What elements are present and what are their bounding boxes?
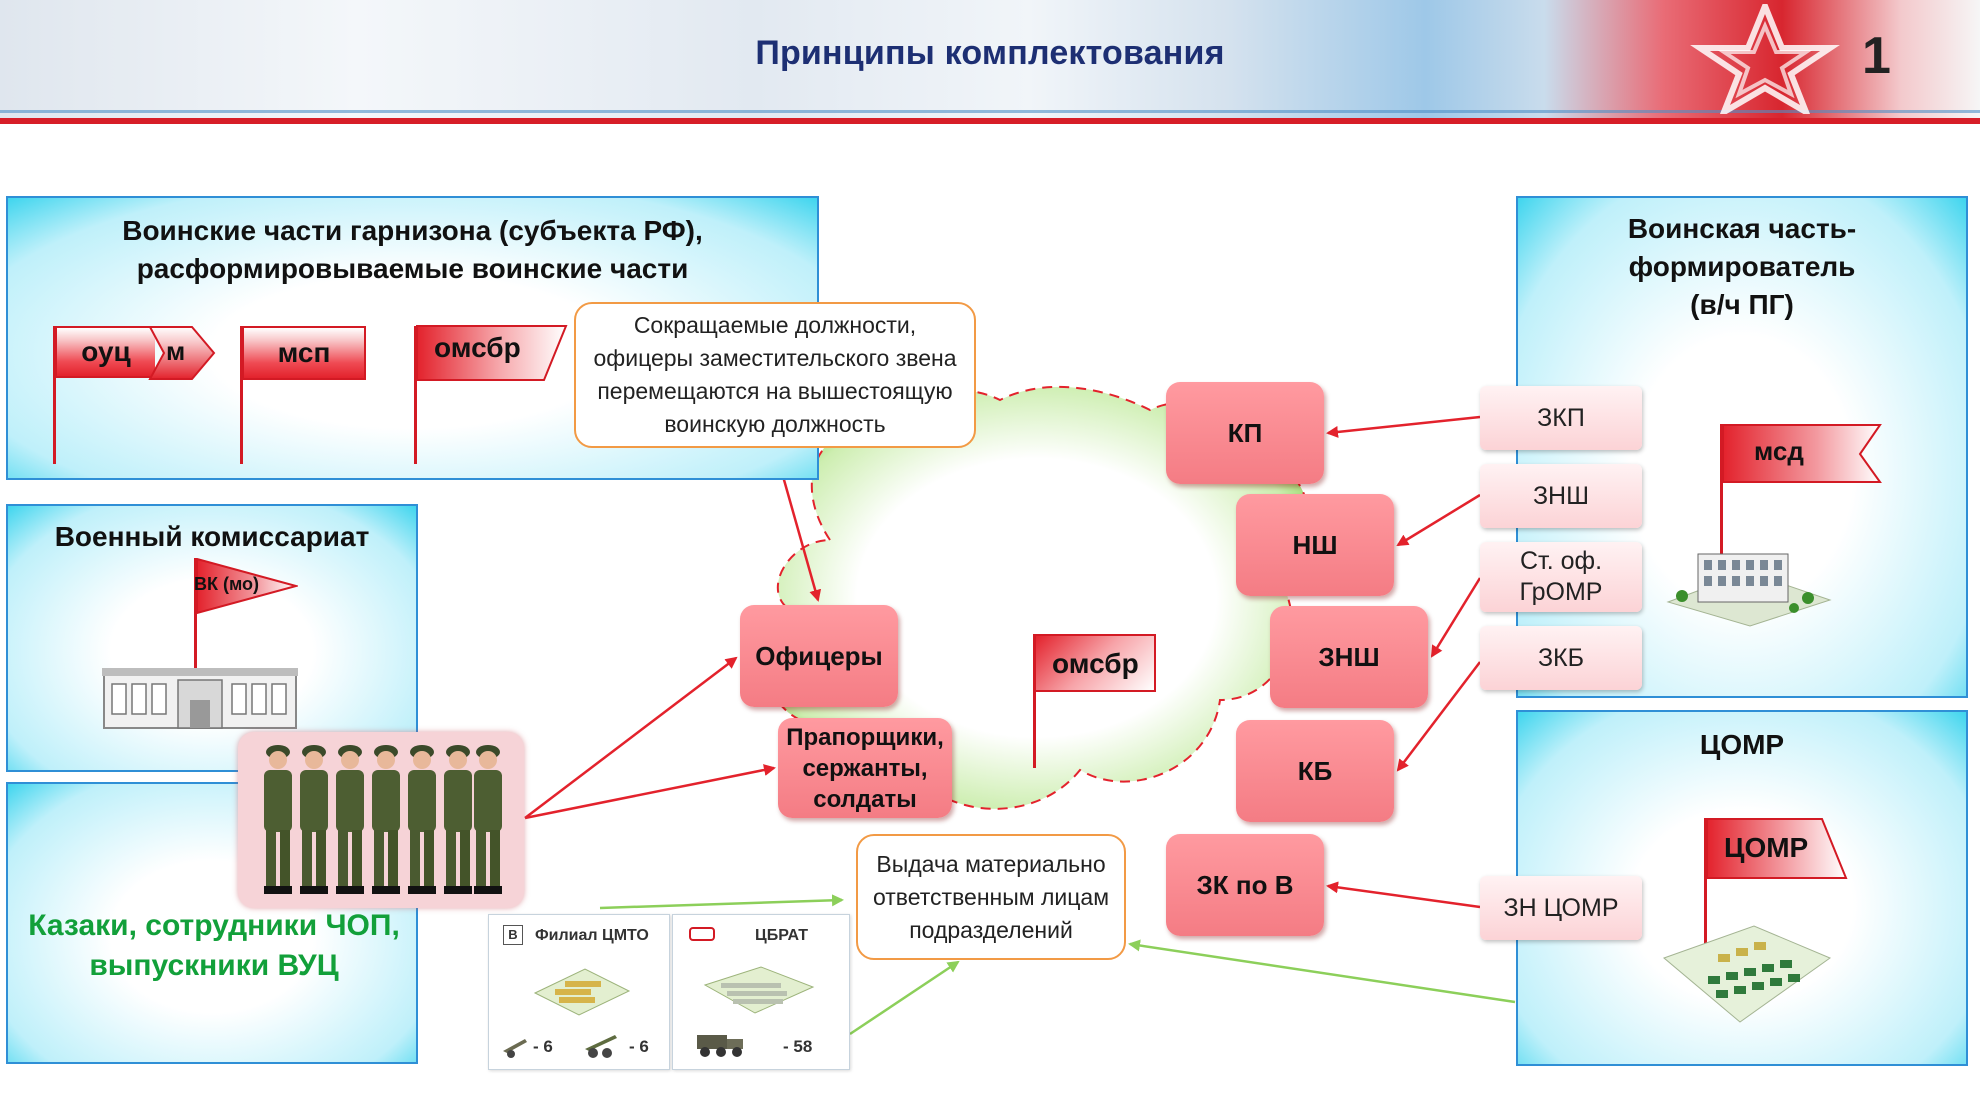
omsbr-top-flag-pole bbox=[414, 326, 417, 464]
position-zkp: ЗКП bbox=[1480, 386, 1642, 450]
artillery-icon bbox=[503, 1039, 527, 1058]
issue-callout: Выдача материально ответственным лицам п… bbox=[856, 834, 1126, 960]
reduced-callout-line1: Сокращаемые должности, bbox=[633, 312, 917, 338]
position-zkb: ЗКБ bbox=[1480, 626, 1642, 690]
cossacks-line1: Казаки, сотрудники ЧОП, bbox=[28, 909, 400, 942]
tsomr-flag-pole bbox=[1704, 818, 1707, 952]
ouc-flag-pole bbox=[53, 326, 56, 464]
issue-callout-line1: Выдача материально bbox=[876, 850, 1106, 877]
page-title: Принципы комплектования bbox=[755, 34, 1225, 72]
tsomr-flag-shape bbox=[1706, 818, 1848, 879]
tsomr-title: ЦОМР bbox=[1699, 729, 1785, 760]
st-of-line2: ГрОМР bbox=[1519, 578, 1603, 606]
st-of-line1: Ст. оф. bbox=[1519, 547, 1603, 575]
msp-flag-pole bbox=[240, 326, 243, 464]
barracks-building-icon bbox=[1666, 553, 1832, 627]
tsomr-base-icon bbox=[1663, 925, 1832, 1023]
position-znsh: ЗНШ bbox=[1480, 464, 1642, 528]
soldiers-icon bbox=[264, 745, 502, 894]
role-nsh: НШ bbox=[1236, 494, 1394, 596]
tsomr-flag-label: ЦОМР bbox=[1724, 832, 1809, 863]
reduced-callout-line3: перемещаются на вышестоящую bbox=[597, 378, 953, 404]
branch-badge: В bbox=[503, 925, 523, 945]
header-banner bbox=[0, 0, 1980, 118]
reduced-callout-line4: воинскую должность bbox=[664, 411, 886, 437]
header-divider-red bbox=[0, 118, 1980, 124]
vk-flag-label: ВК (мо) bbox=[194, 574, 260, 594]
branch-base-icon bbox=[533, 968, 631, 1016]
msd-flag-label: мсд bbox=[1754, 436, 1804, 466]
omsbr-center-flag-pole bbox=[1033, 634, 1036, 768]
star-logo-icon bbox=[1690, 4, 1840, 114]
role-kb: КБ bbox=[1236, 720, 1394, 822]
header-divider-blue bbox=[0, 110, 1980, 113]
formation-cloud bbox=[763, 385, 1310, 810]
ncos-line2: сержанты, bbox=[802, 754, 928, 782]
omsbr-top-flag-label: омсбр bbox=[434, 332, 521, 363]
msd-flag-pole bbox=[1720, 424, 1723, 564]
commissariat-title: Военный комиссариат bbox=[54, 521, 370, 552]
commissariat-building-icon bbox=[102, 668, 298, 729]
branch-count-1: - 6 bbox=[533, 1037, 553, 1056]
cbrat-label: ЦБРАТ bbox=[755, 927, 808, 944]
howitzer-icon bbox=[585, 1035, 617, 1058]
cbrat-badge-icon bbox=[689, 927, 715, 941]
garrison-title-line1: Воинские части гарнизона (субъекта РФ), bbox=[122, 215, 703, 246]
vk-flag-pole bbox=[194, 558, 197, 676]
branch-label: Филиал ЦМТО bbox=[535, 927, 649, 944]
cbrat-card: ЦБРАТ - 58 bbox=[672, 914, 850, 1070]
ncos-soldiers-box: Прапорщики, сержанты, солдаты bbox=[778, 718, 952, 818]
ncos-line3: солдаты bbox=[813, 785, 917, 813]
issue-callout-line3: подразделений bbox=[909, 916, 1073, 943]
role-znsh: ЗНШ bbox=[1270, 606, 1428, 708]
branch-count-2: - 6 bbox=[629, 1037, 649, 1056]
former-title-line2: формирователь bbox=[1628, 251, 1856, 282]
omsbr-center-flag-label: омсбр bbox=[1052, 648, 1139, 679]
m-flag-label: м bbox=[166, 336, 186, 366]
cbrat-base-icon bbox=[703, 966, 815, 1014]
former-title-line3: (в/ч ПГ) bbox=[1690, 289, 1794, 320]
role-zk-po-v: ЗК по В bbox=[1166, 834, 1324, 936]
commissariat-panel: Военный комиссариат ВК (мо) bbox=[6, 504, 418, 772]
position-st-of-gromr: Ст. оф. ГрОМР bbox=[1480, 542, 1642, 612]
msp-flag: мсп bbox=[242, 326, 366, 380]
reduced-callout-line2: офицеры заместительского звена bbox=[593, 345, 957, 371]
page-number: 1 bbox=[1862, 27, 1891, 85]
officers-box: Офицеры bbox=[740, 605, 898, 707]
cbrat-count: - 58 bbox=[783, 1037, 813, 1056]
msd-flag-shape bbox=[1722, 424, 1882, 483]
vk-flag-shape bbox=[196, 558, 298, 614]
m-flag-tip bbox=[148, 326, 216, 380]
omsbr-top-flag-shape bbox=[416, 325, 568, 381]
role-kp: КП bbox=[1166, 382, 1324, 484]
position-zn-tsomr: ЗН ЦОМР bbox=[1480, 876, 1642, 940]
branch-cmto-card: В Филиал ЦМТО - 6 - 6 bbox=[488, 914, 670, 1070]
garrison-title-line2: расформировываемые воинские части bbox=[136, 253, 689, 284]
omsbr-center-flag bbox=[1034, 634, 1156, 692]
issue-callout-line2: ответственным лицам bbox=[872, 883, 1110, 910]
reduced-positions-callout: Сокращаемые должности, офицеры заместите… bbox=[574, 302, 976, 448]
cossacks-line2: выпускники ВУЦ bbox=[89, 949, 339, 982]
truck-icon bbox=[697, 1035, 743, 1057]
soldiers-image bbox=[238, 732, 524, 908]
ouc-flag: оуц bbox=[55, 326, 155, 378]
former-title-line1: Воинская часть- bbox=[1627, 213, 1857, 244]
ncos-line1: Прапорщики, bbox=[786, 723, 944, 751]
